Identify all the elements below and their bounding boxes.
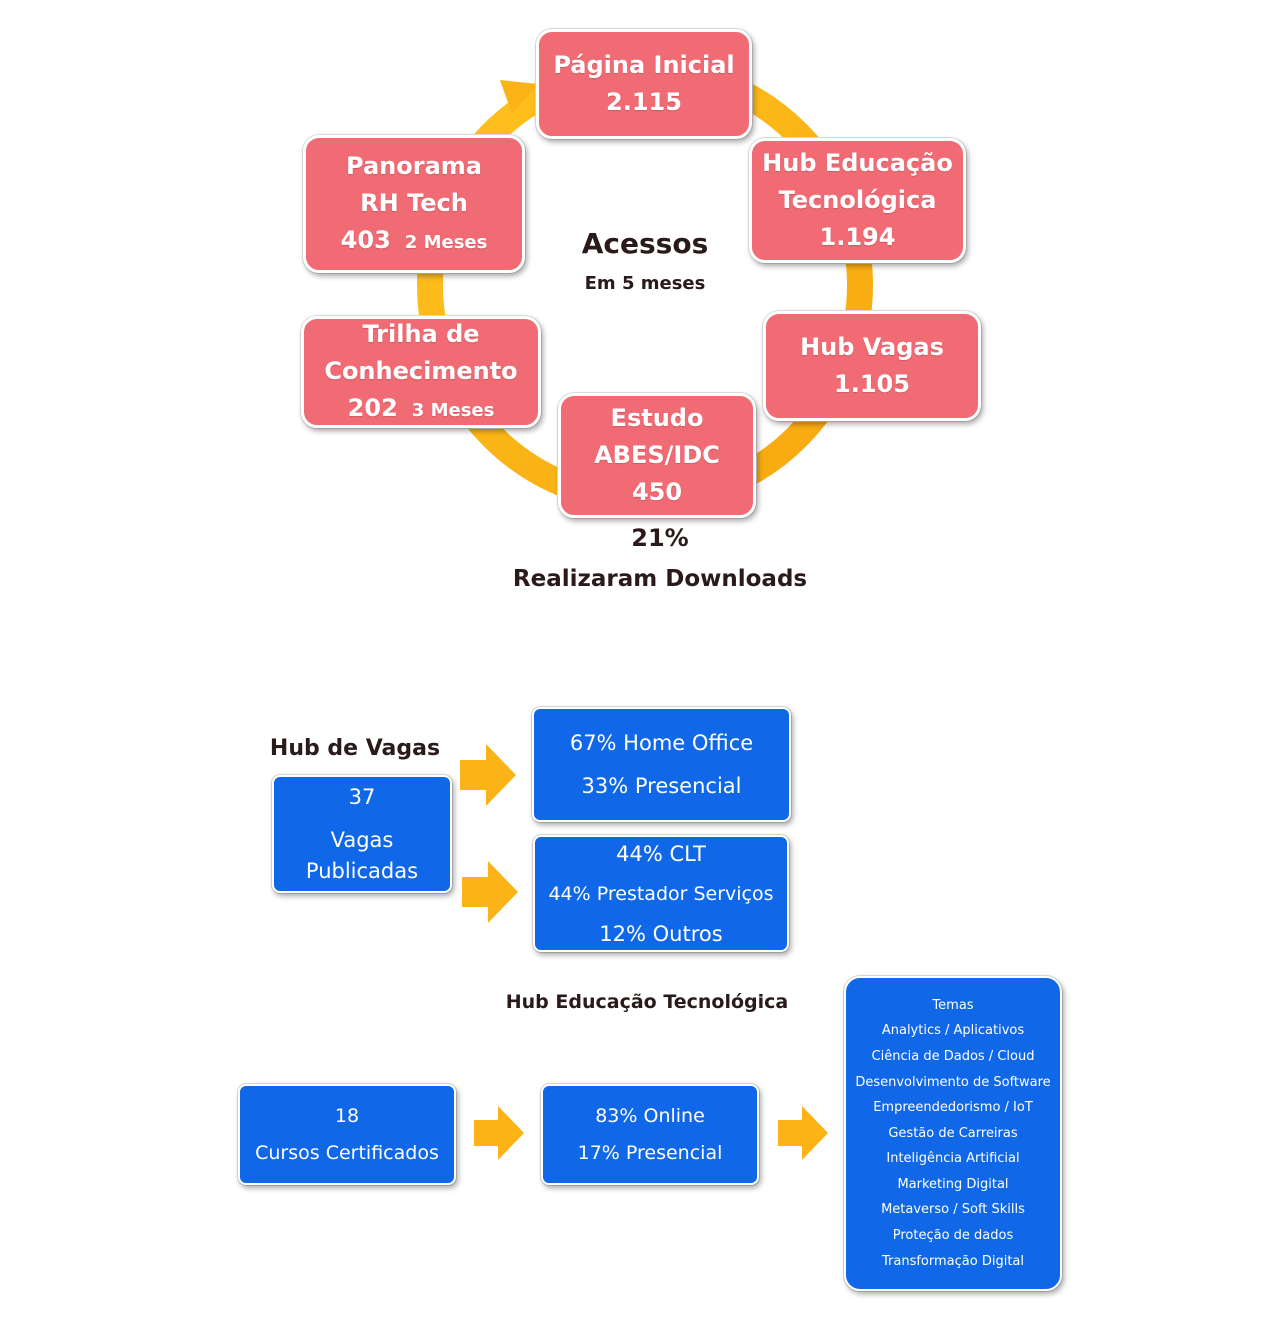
cycle-arrowhead bbox=[500, 80, 538, 114]
vagas-count-box: 37 Vagas Publicadas bbox=[272, 775, 452, 893]
node-pagina-inicial-value: 2.115 bbox=[606, 88, 682, 116]
node-panorama-value-row: 403 2 Meses bbox=[341, 222, 488, 261]
arrow-right-icon bbox=[460, 744, 516, 806]
node-hub-vagas: Hub Vagas 1.105 bbox=[763, 311, 981, 421]
theme-item: Metaverso / Soft Skills bbox=[881, 1202, 1025, 1218]
theme-item: Transformação Digital bbox=[882, 1253, 1024, 1269]
format-presencial: 17% Presencial bbox=[577, 1141, 723, 1164]
node-trilha-value-row: 202 3 Meses bbox=[348, 390, 495, 429]
vagas-label-2: Publicadas bbox=[305, 858, 419, 883]
download-percent: 21% bbox=[631, 524, 689, 552]
node-trilha-title-1: Trilha de bbox=[362, 319, 480, 348]
modality-presencial: 33% Presencial bbox=[581, 773, 742, 798]
contract-clt: 44% CLT bbox=[616, 841, 706, 866]
node-panorama-title-2: RH Tech bbox=[360, 188, 468, 217]
node-hub-vagas-value: 1.105 bbox=[834, 370, 910, 398]
course-format-box: 83% Online 17% Presencial bbox=[541, 1084, 759, 1185]
node-panorama-value: 403 bbox=[340, 225, 391, 254]
theme-item: Analytics / Aplicativos bbox=[881, 1023, 1025, 1039]
modality-home-office: 67% Home Office bbox=[569, 730, 754, 755]
hub-vagas-title: Hub de Vagas bbox=[269, 736, 441, 761]
theme-item: Marketing Digital bbox=[897, 1176, 1009, 1192]
node-panorama-rh: Panorama RH Tech 403 2 Meses bbox=[303, 135, 525, 273]
theme-item: Gestão de Carreiras bbox=[888, 1125, 1018, 1141]
node-hub-educacao-title-2: Tecnológica bbox=[778, 186, 937, 214]
courses-label: Cursos Certificados bbox=[255, 1141, 439, 1164]
node-trilha-title-2: Conhecimento bbox=[324, 356, 518, 385]
vagas-contract-box: 44% CLT 44% Prestador Serviços 12% Outro… bbox=[533, 835, 789, 952]
themes-heading: Temas bbox=[932, 997, 974, 1013]
cycle-center-subtitle: Em 5 meses bbox=[584, 273, 706, 294]
arrow-right-icon bbox=[474, 1106, 524, 1160]
theme-item: Desenvolvimento de Software bbox=[855, 1074, 1051, 1090]
theme-item: Proteção de dados bbox=[892, 1228, 1014, 1244]
arrow-right-icon bbox=[778, 1106, 828, 1160]
node-trilha-conhecimento: Trilha de Conhecimento 202 3 Meses bbox=[301, 316, 541, 428]
node-hub-educacao-value: 1.194 bbox=[819, 223, 896, 251]
theme-item: Inteligência Artificial bbox=[886, 1151, 1020, 1167]
node-panorama-title-1: Panorama bbox=[346, 151, 482, 180]
node-estudo-title-1: Estudo bbox=[610, 404, 704, 432]
contract-prestador: 44% Prestador Serviços bbox=[548, 882, 774, 905]
node-pagina-inicial: Página Inicial 2.115 bbox=[536, 29, 752, 139]
theme-item: Empreendedorismo / IoT bbox=[873, 1100, 1033, 1116]
vagas-count: 37 bbox=[348, 784, 376, 809]
node-hub-vagas-title: Hub Vagas bbox=[800, 333, 944, 361]
node-pagina-inicial-title: Página Inicial bbox=[553, 51, 735, 79]
node-estudo-abes: Estudo ABES/IDC 450 bbox=[558, 393, 756, 518]
node-hub-educacao-title-1: Hub Educação bbox=[762, 149, 953, 177]
format-online: 83% Online bbox=[595, 1104, 705, 1127]
themes-box: Temas Analytics / Aplicativos Ciência de… bbox=[844, 976, 1062, 1291]
node-trilha-period: 3 Meses bbox=[411, 399, 495, 421]
node-estudo-value: 450 bbox=[631, 478, 683, 506]
node-hub-educacao: Hub Educação Tecnológica 1.194 bbox=[749, 138, 966, 263]
contract-outros: 12% Outros bbox=[599, 921, 723, 946]
node-panorama-period: 2 Meses bbox=[404, 231, 488, 253]
vagas-label-1: Vagas bbox=[330, 827, 394, 852]
cycle-center-title: Acessos bbox=[581, 227, 709, 260]
hub-educacao-title: Hub Educação Tecnológica bbox=[505, 991, 789, 1013]
node-trilha-value: 202 bbox=[347, 393, 398, 422]
courses-box: 18 Cursos Certificados bbox=[238, 1084, 456, 1185]
download-label: Realizaram Downloads bbox=[512, 566, 808, 592]
theme-item: Ciência de Dados / Cloud bbox=[871, 1048, 1035, 1064]
arrow-right-icon bbox=[462, 861, 518, 923]
courses-count: 18 bbox=[334, 1104, 360, 1127]
vagas-modality-box: 67% Home Office 33% Presencial bbox=[532, 707, 791, 822]
node-estudo-title-2: ABES/IDC bbox=[594, 441, 720, 469]
